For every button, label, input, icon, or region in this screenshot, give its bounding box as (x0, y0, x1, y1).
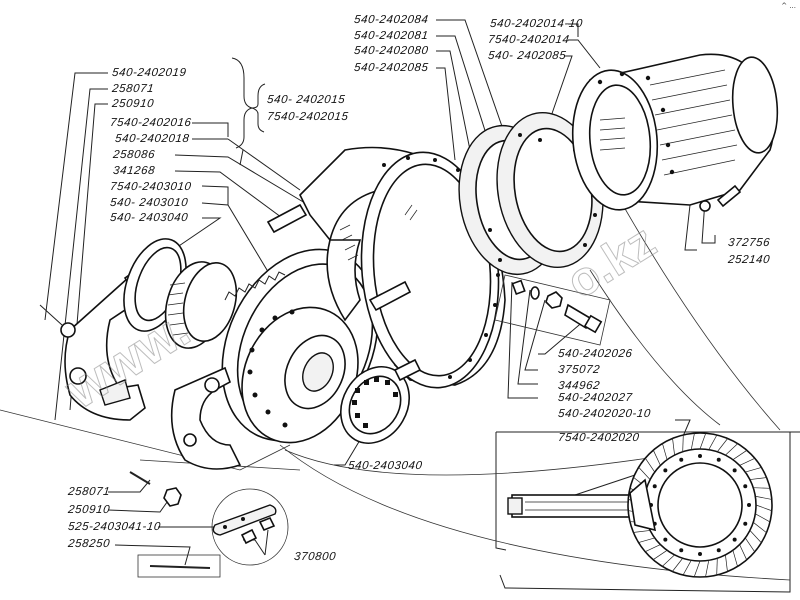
part-label: 540-2403040 (347, 460, 424, 472)
friction-disc (458, 111, 604, 276)
gear-tooth (682, 560, 692, 576)
leader-lines (0, 19, 800, 593)
bolt-hole (743, 521, 748, 526)
gear-tooth (638, 537, 655, 543)
part-label: 252140 (727, 254, 771, 266)
corner-mark: ^ ... (781, 2, 796, 10)
gear-tooth (693, 560, 701, 577)
gear-tooth (633, 530, 651, 533)
part-label: 540-2402019 (111, 67, 188, 79)
bolt-hole (732, 468, 737, 473)
gear-tooth (705, 560, 710, 577)
gear-tooth (749, 530, 762, 543)
part-label: 540- 2403040 (109, 212, 189, 224)
cage-bearing (340, 366, 410, 444)
cotter-pin-and-nut (129, 471, 182, 507)
gear-tooth (755, 513, 771, 523)
bolt-hole (698, 552, 702, 556)
part-label: 258086 (112, 149, 156, 161)
gear-tooth (732, 550, 738, 567)
gear-tooth (745, 467, 762, 473)
bolt-hole (716, 457, 721, 462)
part-label: 372756 (727, 237, 771, 249)
bolt-hole (716, 548, 721, 553)
gear-tooth (716, 558, 718, 576)
carrier-housing (266, 146, 506, 389)
gear-tooth (755, 504, 772, 512)
part-label: 540-2402026 (557, 348, 634, 360)
part-label: 525-2403041-10 (67, 521, 162, 533)
bolt-hole (732, 537, 737, 542)
bolt-hole (679, 548, 684, 553)
gear-tooth (755, 495, 772, 500)
part-label: 540-2402081 (353, 30, 430, 42)
gear-tooth (745, 537, 755, 553)
bolt-and-washer-right (699, 184, 742, 212)
part-label: 540-2402027 (557, 392, 634, 404)
gear-tooth (699, 433, 707, 450)
bolt-set-mid (494, 274, 611, 346)
part-label: 7540-2402016 (109, 117, 193, 129)
roller-bearing-left (164, 261, 238, 349)
gear-tooth (652, 550, 668, 560)
part-label: 7540-2402020 (557, 432, 641, 444)
part-label: 258071 (67, 486, 111, 498)
bolt-hole (663, 468, 668, 473)
part-label: 540-2402085 (353, 62, 430, 74)
gear-tooth (653, 450, 661, 466)
detail-inset-lock-plate (137, 488, 289, 578)
gear-tooth (672, 438, 675, 456)
bolt-hole (743, 484, 748, 489)
part-label: 250910 (111, 98, 155, 110)
gear-tooth (708, 434, 718, 450)
gear-tooth (645, 457, 655, 473)
part-label: 250910 (67, 504, 111, 516)
gear-tooth (725, 443, 738, 456)
part-label: 540- 2402015 (266, 94, 346, 106)
bolt-hole (679, 457, 684, 462)
gear-tooth (662, 554, 675, 567)
gear-tooth (739, 458, 755, 466)
bolt-hole (747, 503, 751, 507)
part-label: 540-2402018 (114, 133, 191, 145)
part-label: 258071 (111, 83, 155, 95)
gear-tooth (682, 434, 684, 452)
part-label: 370800 (293, 551, 337, 563)
part-label: 540-2402014-10 (489, 18, 584, 30)
part-label: 540- 2403010 (109, 197, 189, 209)
part-label: 7540-2403010 (109, 181, 193, 193)
part-label: 540- 2402085 (487, 50, 567, 62)
gear-tooth (749, 477, 767, 480)
bevel-gear-pair (507, 432, 773, 578)
gear-tooth (645, 544, 661, 552)
gear-tooth (690, 433, 695, 450)
part-label: 341268 (112, 165, 156, 177)
part-label: 7540-2402015 (266, 111, 350, 123)
part-label: 540-2402080 (353, 45, 430, 57)
pinion-housing (571, 53, 779, 211)
part-label: 258250 (67, 538, 111, 550)
gear-tooth (732, 450, 748, 460)
differential-cup (241, 306, 359, 444)
part-label: 540-2402020-10 (557, 408, 652, 420)
gear-tooth (638, 467, 651, 480)
bolt-hole (652, 484, 657, 489)
gear-tooth (739, 544, 747, 560)
bolt-hole (663, 537, 668, 542)
gear-tooth (725, 554, 728, 572)
part-label: 7540-2402014 (487, 34, 571, 46)
gear-tooth (753, 522, 767, 533)
gear-tooth (717, 438, 728, 452)
gear-tooth (672, 558, 683, 572)
gear-tooth (662, 443, 668, 460)
bolt-hole (698, 454, 702, 458)
part-label: 540-2402084 (353, 14, 430, 26)
part-label: 375072 (557, 364, 601, 376)
gear-tooth (753, 487, 771, 489)
bearing-cap-lower (170, 366, 242, 470)
